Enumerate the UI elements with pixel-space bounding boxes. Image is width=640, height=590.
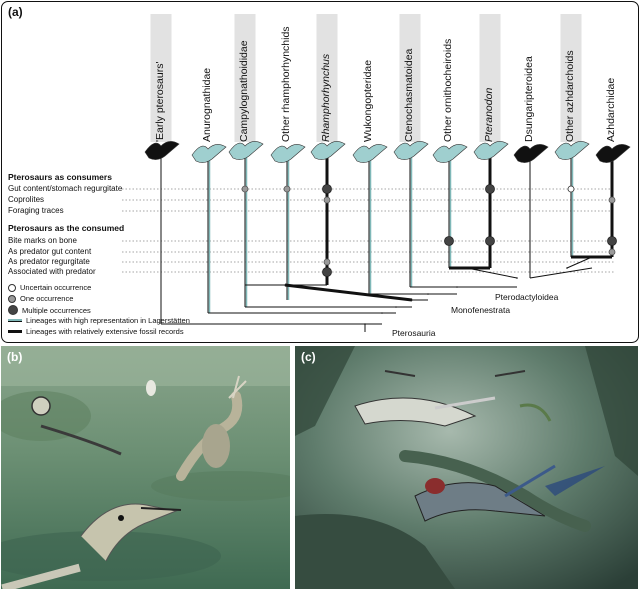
- tree-node: [566, 267, 568, 269]
- evidence-row-label: Foraging traces: [8, 206, 64, 215]
- occurrence-multiple-dot: [485, 236, 495, 246]
- pterosaur-silhouette-icon: [191, 144, 227, 163]
- tree-node: [395, 306, 397, 308]
- taxon-label-box: [479, 14, 501, 142]
- evidence-row-label: Coprolites: [8, 195, 45, 204]
- legend-extensive-label: Lineages with relatively extensive fossi…: [26, 327, 184, 336]
- occurrence-one-dot: [323, 258, 331, 266]
- tree-node: [364, 323, 366, 325]
- taxon-label: Azhdarchidae: [605, 77, 617, 142]
- phylogeny-tree: [122, 14, 631, 332]
- pterosaur-silhouette-icon: [595, 144, 631, 163]
- tree-branch: [284, 283, 413, 302]
- evidence-row-label: Associated with predator: [8, 267, 96, 276]
- tree-node: [516, 277, 518, 279]
- thick-line-icon: [8, 330, 22, 333]
- pterosaur-silhouette-icon: [432, 144, 468, 163]
- occurrence-one-dot: [608, 196, 616, 204]
- legend-uncertain-label: Uncertain occurrence: [20, 283, 92, 292]
- taxon-label-box: [399, 14, 421, 142]
- taxon-label: Pteranodon: [483, 87, 495, 142]
- pterosaur-silhouette-icon: [144, 141, 180, 160]
- tree-node: [381, 312, 383, 314]
- occurrence-multiple-dot: [444, 236, 454, 246]
- panel-c-illustration: (c): [295, 346, 638, 589]
- taxon-label: Other ornithocheiroids: [442, 38, 454, 142]
- panel-a-phylogeny: (a) 'Early pterosaurs' Anurognathidae Camp…: [1, 1, 639, 343]
- section-consumers-heading: Pterosaurs as consumers: [8, 172, 112, 182]
- one-occurrence-dot-icon: [8, 294, 16, 303]
- taxon-label-box: [560, 14, 582, 142]
- uncertain-dot-icon: [8, 283, 16, 292]
- legend-uncertain: Uncertain occurrence: [8, 283, 91, 292]
- taxon-label: Wukongopteridae: [362, 59, 374, 142]
- legend-one-label: One occurrence: [20, 294, 74, 303]
- taxon-label: Campylognathoididae: [238, 40, 250, 142]
- pterosaur-silhouette-icon: [352, 144, 388, 163]
- tree-node: [456, 286, 458, 288]
- tree-branch: [466, 267, 518, 279]
- clade-pterosauria: Pterosauria: [392, 328, 436, 338]
- legend-extensive: Lineages with relatively extensive fossi…: [8, 327, 184, 336]
- taxon-label-box: [234, 14, 256, 142]
- tree-node: [427, 293, 429, 295]
- evidence-row-label: As predator gut content: [8, 247, 92, 256]
- taxon-label-box: [150, 14, 172, 142]
- tree-branch: [529, 267, 593, 279]
- pterosaur-silhouette-icon: [228, 141, 264, 160]
- multiple-occurrence-dot-icon: [8, 305, 18, 315]
- pterosaur-silhouette-icon: [310, 141, 346, 160]
- panel-b-illustration: (b): [1, 346, 290, 589]
- panel-c-label: (c): [301, 350, 316, 364]
- legend-lagerstatten-label: Lineages with high representation in Lag…: [26, 316, 190, 325]
- legend-multiple-label: Multiple occurrences: [22, 305, 91, 315]
- taxon-label: Anurognathidae: [201, 67, 213, 142]
- taxon-label: 'Early pterosaurs': [154, 61, 166, 142]
- panel-b-painting: [1, 346, 290, 589]
- section-consumed-heading: Pterosaurs as the consumed: [8, 223, 125, 233]
- taxon-label: Other azhdarchoids: [564, 50, 576, 142]
- pterosaur-silhouette-icon: [270, 144, 306, 163]
- tree-node: [591, 256, 593, 258]
- legend-one: One occurrence: [8, 294, 73, 303]
- taxon-label-box: [316, 14, 338, 142]
- clade-pterodactyloidea: Pterodactyloidea: [495, 292, 559, 302]
- taxon-label: Ctenochasmatoidea: [403, 48, 415, 142]
- tree-node: [466, 267, 468, 269]
- panel-b-label: (b): [7, 350, 23, 364]
- clade-monofenestrata: Monofenestrata: [451, 305, 511, 315]
- occurrence-one-dot: [323, 196, 331, 204]
- occurrence-multiple-dot: [322, 267, 332, 277]
- occurrence-one-dot: [241, 185, 249, 193]
- occurrence-multiple-dot: [485, 184, 495, 194]
- occurrence-one-dot: [283, 185, 291, 193]
- teal-line-icon: [8, 319, 22, 322]
- tree-node: [411, 299, 413, 301]
- legend-lagerstatten: Lineages with high representation in Lag…: [8, 316, 190, 325]
- taxon-label: Other rhamphorhynchids: [280, 26, 292, 142]
- legend-multiple: Multiple occurrences: [8, 305, 91, 315]
- pterosaur-silhouette-icon: [554, 141, 590, 160]
- pterosaur-silhouette-icon: [393, 141, 429, 160]
- taxon-label: Dsungaripteroidea: [523, 56, 535, 142]
- occurrence-multiple-dot: [322, 184, 332, 194]
- evidence-row-label: As predator regurgitate: [8, 257, 90, 266]
- tree-branch: [566, 256, 593, 269]
- occurrence-multiple-dot: [607, 236, 617, 246]
- taxon-label: Rhamphorhynchus: [320, 53, 332, 142]
- occurrence-one-dot: [608, 248, 616, 256]
- pterosaur-silhouette-icon: [513, 144, 549, 163]
- evidence-row-label: Bite marks on bone: [8, 236, 77, 245]
- tree-node: [284, 284, 286, 286]
- occurrence-uncertain-dot: [567, 185, 575, 193]
- panel-a-label: (a): [8, 5, 23, 19]
- panel-c-painting: [295, 346, 638, 589]
- pterosaur-silhouette-icon: [473, 141, 509, 160]
- evidence-row-label: Gut content/stomach regurgitate: [8, 184, 123, 193]
